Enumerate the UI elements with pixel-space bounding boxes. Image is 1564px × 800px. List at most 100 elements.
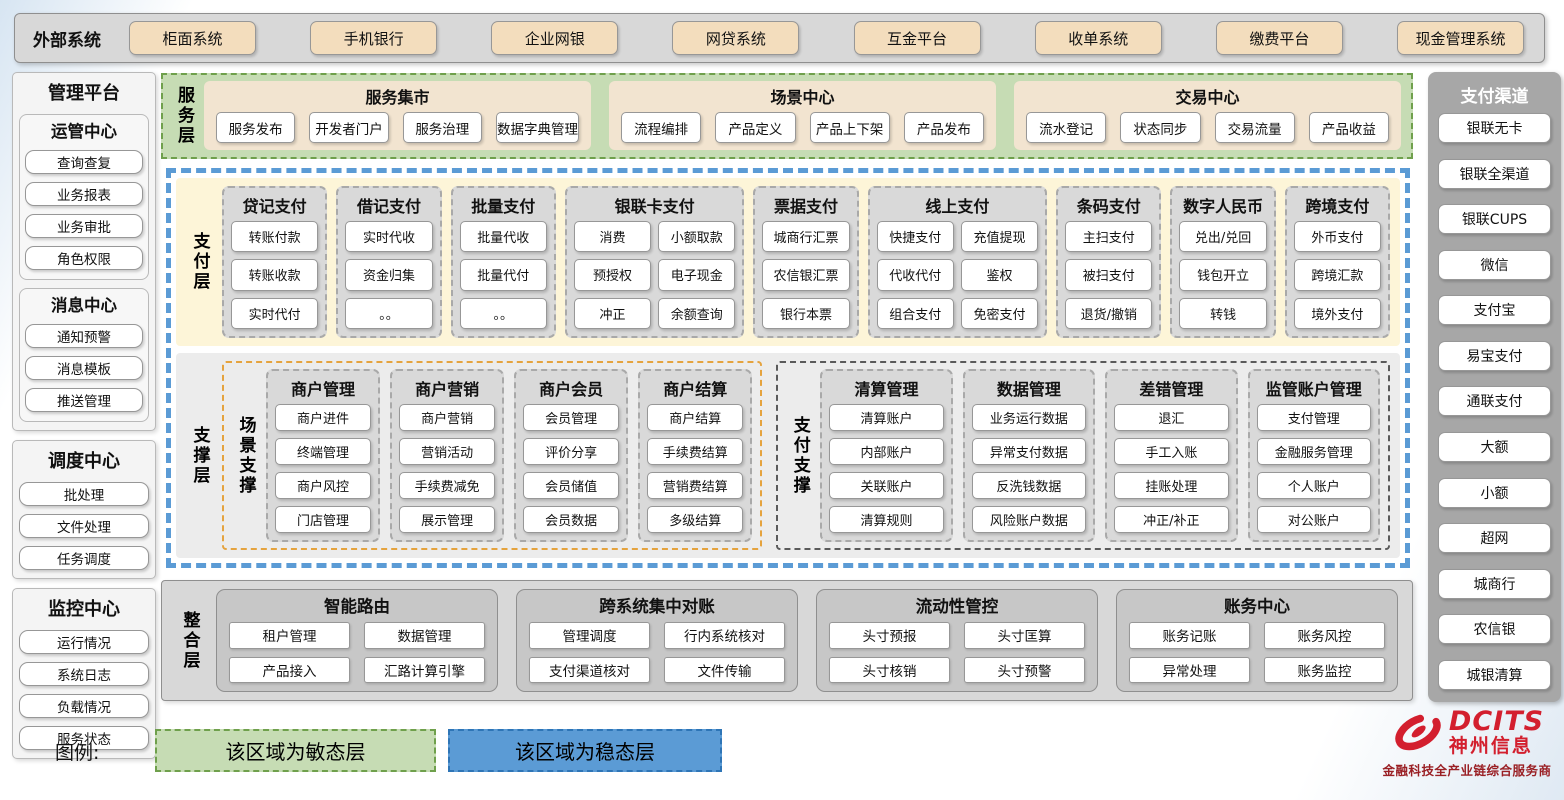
- support-button[interactable]: 个人账户: [1256, 472, 1371, 499]
- support-button[interactable]: 多级结算: [647, 506, 744, 533]
- channel-button[interactable]: 农信银: [1438, 614, 1551, 645]
- payment-button[interactable]: 被扫支付: [1065, 259, 1153, 291]
- payment-button[interactable]: 跨境汇款: [1293, 259, 1382, 291]
- service-button[interactable]: 交易流量: [1214, 112, 1295, 143]
- support-button[interactable]: 挂账处理: [1114, 472, 1229, 499]
- payment-button[interactable]: 预授权: [573, 259, 652, 291]
- external-system-button[interactable]: 互金平台: [853, 21, 981, 55]
- external-system-button[interactable]: 现金管理系统: [1396, 21, 1524, 55]
- payment-button[interactable]: 资金归集: [345, 259, 433, 291]
- integration-button[interactable]: 支付渠道核对: [529, 656, 650, 683]
- payment-button[interactable]: 电子现金: [658, 259, 736, 291]
- integration-button[interactable]: 数据管理: [364, 622, 485, 649]
- channel-button[interactable]: 微信: [1438, 249, 1551, 280]
- support-button[interactable]: 内部账户: [829, 438, 944, 465]
- service-button[interactable]: 产品上下架: [809, 112, 890, 143]
- payment-button[interactable]: 余额查询: [658, 297, 736, 329]
- payment-button[interactable]: 城商行汇票: [762, 221, 850, 253]
- support-button[interactable]: 清算规则: [829, 506, 944, 533]
- integration-button[interactable]: 汇路计算引擎: [364, 656, 485, 683]
- support-button[interactable]: 营销费结算: [647, 472, 744, 499]
- service-button[interactable]: 开发者门户: [309, 112, 389, 143]
- integration-button[interactable]: 头寸预警: [964, 656, 1085, 683]
- channel-button[interactable]: 城商行: [1438, 568, 1551, 599]
- external-system-button[interactable]: 柜面系统: [129, 21, 256, 55]
- integration-button[interactable]: 头寸匡算: [964, 622, 1085, 649]
- payment-button[interactable]: 退货/撤销: [1065, 297, 1153, 329]
- support-button[interactable]: 支付管理: [1256, 404, 1371, 431]
- support-button[interactable]: 商户营销: [399, 404, 496, 431]
- service-button[interactable]: 服务治理: [402, 112, 482, 143]
- channel-button[interactable]: 城银清算: [1438, 659, 1551, 690]
- channel-button[interactable]: 银联全渠道: [1438, 158, 1551, 189]
- external-system-button[interactable]: 手机银行: [310, 21, 438, 55]
- support-button[interactable]: 商户风控: [275, 472, 372, 499]
- payment-button[interactable]: 冲正: [573, 297, 652, 329]
- support-button[interactable]: 业务运行数据: [971, 404, 1087, 431]
- management-button[interactable]: 系统日志: [19, 662, 149, 686]
- integration-button[interactable]: 账务记账: [1129, 622, 1250, 649]
- payment-button[interactable]: 快捷支付: [876, 221, 954, 253]
- external-system-button[interactable]: 收单系统: [1034, 21, 1162, 55]
- management-button[interactable]: 负载情况: [19, 694, 149, 718]
- channel-button[interactable]: 小额: [1438, 477, 1551, 508]
- integration-button[interactable]: 头寸核销: [829, 656, 950, 683]
- support-button[interactable]: 评价分享: [523, 438, 620, 465]
- integration-button[interactable]: 账务监控: [1264, 656, 1385, 683]
- payment-button[interactable]: 。。: [459, 297, 547, 329]
- support-button[interactable]: 手续费减免: [399, 472, 496, 499]
- payment-button[interactable]: 批量代付: [459, 259, 547, 291]
- management-button[interactable]: 服务状态: [19, 726, 149, 750]
- support-button[interactable]: 营销活动: [399, 438, 496, 465]
- payment-button[interactable]: 钱包开立: [1179, 259, 1267, 291]
- management-button[interactable]: 查询查复: [25, 150, 143, 174]
- management-button[interactable]: 消息模板: [25, 356, 143, 380]
- payment-button[interactable]: 。。: [345, 297, 433, 329]
- payment-button[interactable]: 银行本票: [762, 297, 850, 329]
- support-button[interactable]: 退汇: [1114, 404, 1229, 431]
- management-button[interactable]: 业务审批: [25, 214, 143, 238]
- integration-button[interactable]: 租户管理: [229, 622, 350, 649]
- payment-button[interactable]: 组合支付: [876, 297, 954, 329]
- management-button[interactable]: 批处理: [19, 482, 149, 506]
- management-button[interactable]: 业务报表: [25, 182, 143, 206]
- integration-button[interactable]: 账务风控: [1264, 622, 1385, 649]
- support-button[interactable]: 反洗钱数据: [971, 472, 1087, 499]
- service-button[interactable]: 流程编排: [621, 112, 702, 143]
- management-button[interactable]: 推送管理: [25, 388, 143, 412]
- integration-button[interactable]: 行内系统核对: [664, 622, 785, 649]
- payment-button[interactable]: 充值提现: [960, 221, 1039, 253]
- support-button[interactable]: 会员数据: [523, 506, 620, 533]
- payment-button[interactable]: 转账收款: [231, 259, 319, 291]
- service-button[interactable]: 状态同步: [1120, 112, 1201, 143]
- service-button[interactable]: 产品收益: [1308, 112, 1389, 143]
- integration-button[interactable]: 管理调度: [529, 622, 650, 649]
- management-button[interactable]: 任务调度: [19, 546, 149, 570]
- support-button[interactable]: 终端管理: [275, 438, 372, 465]
- service-button[interactable]: 产品定义: [715, 112, 796, 143]
- external-system-button[interactable]: 网贷系统: [672, 21, 800, 55]
- support-button[interactable]: 风险账户数据: [971, 506, 1087, 533]
- management-button[interactable]: 文件处理: [19, 514, 149, 538]
- payment-button[interactable]: 鉴权: [960, 259, 1039, 291]
- management-button[interactable]: 通知预警: [25, 324, 143, 348]
- integration-button[interactable]: 产品接入: [229, 656, 350, 683]
- payment-button[interactable]: 外币支付: [1293, 221, 1382, 253]
- integration-button[interactable]: 异常处理: [1129, 656, 1250, 683]
- external-system-button[interactable]: 企业网银: [491, 21, 619, 55]
- channel-button[interactable]: 通联支付: [1438, 386, 1551, 417]
- payment-button[interactable]: 小额取款: [658, 221, 736, 253]
- payment-button[interactable]: 主扫支付: [1065, 221, 1153, 253]
- payment-button[interactable]: 兑出/兑回: [1179, 221, 1267, 253]
- channel-button[interactable]: 支付宝: [1438, 295, 1551, 326]
- payment-button[interactable]: 免密支付: [960, 297, 1039, 329]
- payment-button[interactable]: 实时代付: [231, 297, 319, 329]
- external-system-button[interactable]: 缴费平台: [1215, 21, 1343, 55]
- channel-button[interactable]: 超网: [1438, 523, 1551, 554]
- support-button[interactable]: 异常支付数据: [971, 438, 1087, 465]
- integration-button[interactable]: 文件传输: [664, 656, 785, 683]
- support-button[interactable]: 对公账户: [1256, 506, 1371, 533]
- management-button[interactable]: 运行情况: [19, 630, 149, 654]
- support-button[interactable]: 金融服务管理: [1256, 438, 1371, 465]
- service-button[interactable]: 数据字典管理: [495, 112, 579, 143]
